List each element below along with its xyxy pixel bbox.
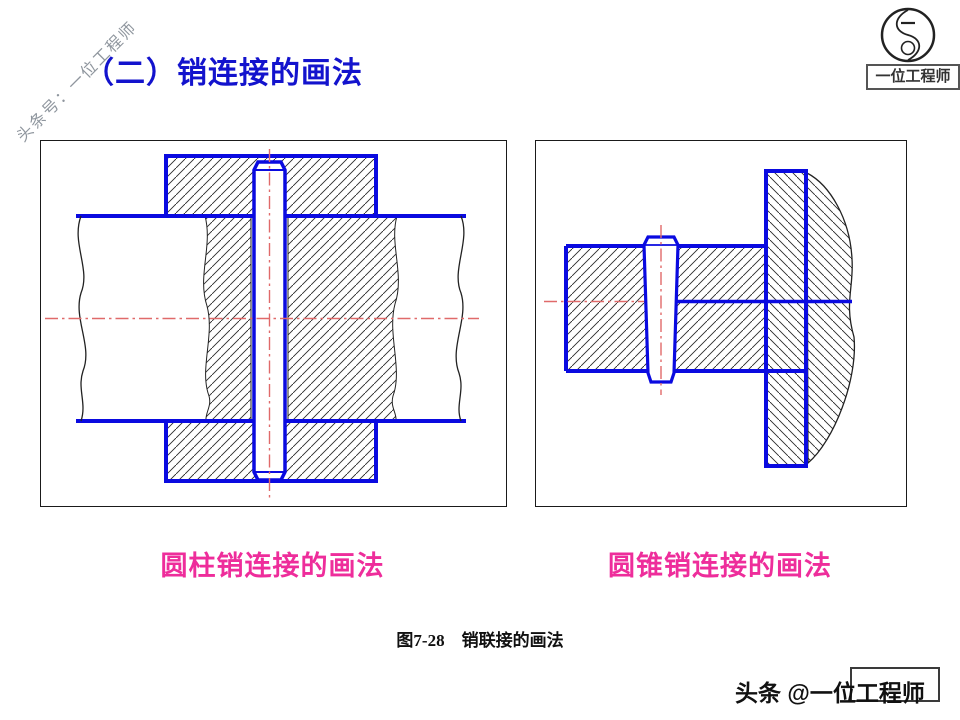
break-line-right — [455, 215, 465, 422]
break-line-left — [77, 215, 87, 422]
cylindrical-pin-figure — [45, 149, 479, 498]
brand-logo-icon — [880, 7, 936, 63]
taper-pin — [642, 235, 680, 384]
hub-flange-outline — [764, 169, 808, 468]
caption-taper-pin: 圆锥销连接的画法 — [608, 551, 832, 581]
footer-brand: 头条 @一位工程师 — [735, 680, 925, 706]
caption-cylindrical-pin: 圆柱销连接的画法 — [160, 551, 385, 581]
page-title: （二）销连接的画法 — [84, 57, 363, 90]
footer-stamp-box — [850, 667, 940, 702]
taper-pin-figure — [544, 169, 856, 468]
figure-caption: 图7-28 销联接的画法 — [396, 631, 564, 650]
hub-flange-hatch — [766, 171, 806, 466]
shaft-hatch-right — [287, 215, 399, 422]
taper-pin-frame — [535, 140, 907, 507]
wheel-break-region — [806, 171, 856, 465]
cylindrical-pin-frame — [40, 140, 507, 507]
brand-logo-label: 一位工程师 — [866, 64, 960, 90]
